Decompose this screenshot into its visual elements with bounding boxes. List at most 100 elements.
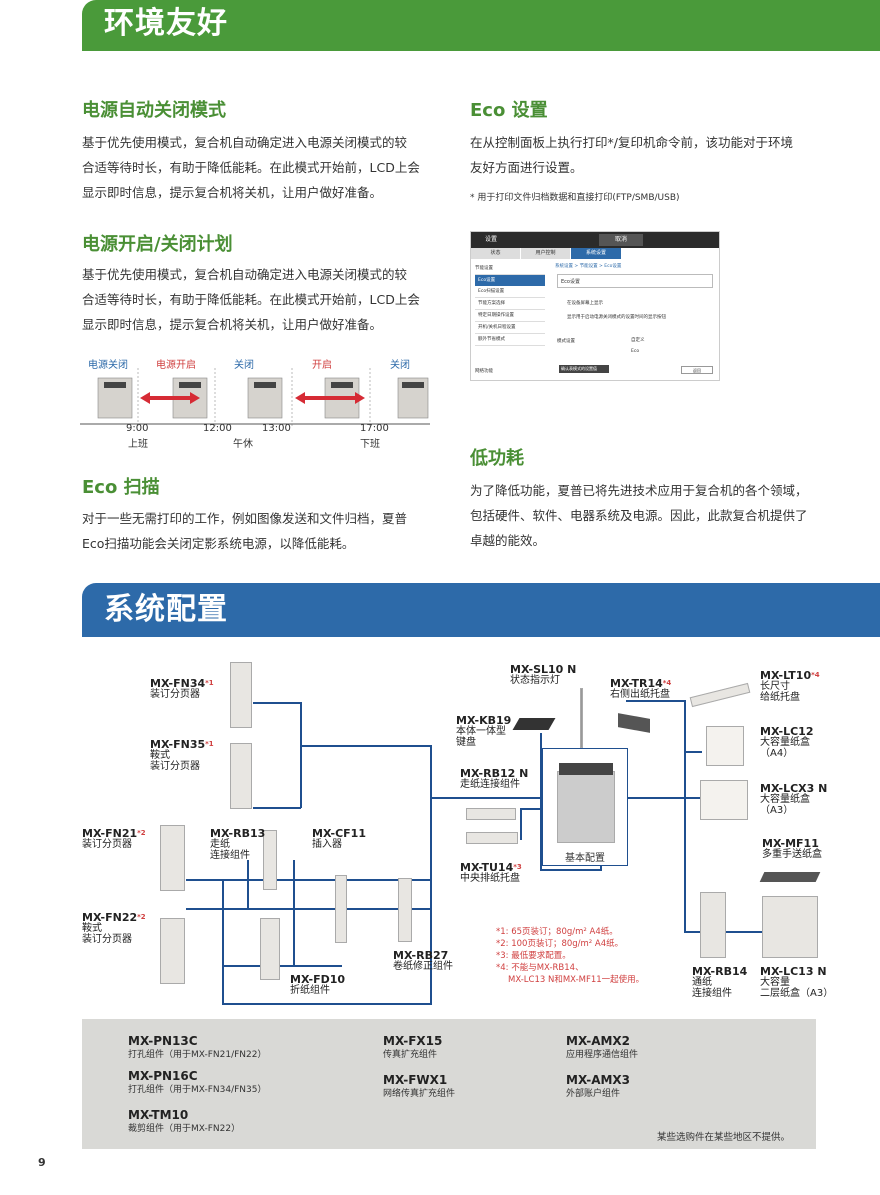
connector xyxy=(626,797,686,799)
screen-side-item: 节能方案选择 xyxy=(475,298,545,310)
screen-tab: 状态 xyxy=(471,248,521,259)
timeline-label: 开启 xyxy=(312,360,332,371)
screen-confirm-button: 确认表模式的设置值 xyxy=(559,365,609,373)
heading-auto-off: 电源自动关闭模式 xyxy=(82,100,226,121)
time-label: 13:00 xyxy=(262,423,291,434)
time-label: 9:00 xyxy=(126,423,149,434)
screen-tab: 用户控制 xyxy=(521,248,571,259)
screen-breadcrumb: 系统设置 > 节能设置 > Eco设置 xyxy=(555,264,622,269)
connector xyxy=(300,745,430,747)
event-label: 下班 xyxy=(360,439,380,450)
kb19-device xyxy=(512,718,556,730)
screen-side-item: 节能设置 xyxy=(475,263,545,275)
screen-tab: 系统设置 xyxy=(571,248,621,259)
connector xyxy=(222,879,224,1004)
text-low-power: 为了降低功能，夏普已将先进技术应用于复合机的各个领域，包括硬件、软件、电器系统及… xyxy=(470,483,808,548)
connector xyxy=(300,702,302,808)
scanner xyxy=(559,763,613,775)
connector xyxy=(293,860,295,965)
fn22-device xyxy=(160,918,185,984)
connector xyxy=(684,797,702,799)
accessories-box xyxy=(82,1019,816,1149)
eco-setting-note: * 用于打印文件归档数据和直接打印(FTP/SMB/USB) xyxy=(470,193,680,203)
connector xyxy=(222,965,342,967)
fn34-device xyxy=(230,662,252,728)
text-schedule: 基于优先使用模式，复合机自动确定进入电源关闭模式的较合适等待时长，有助于降低能耗… xyxy=(82,267,420,332)
fn35-device xyxy=(230,743,252,809)
screen-back-button: 返回 xyxy=(681,366,713,374)
heading-eco-scan: Eco 扫描 xyxy=(82,477,160,498)
heading-low-power: 低功耗 xyxy=(470,448,524,469)
tu14-device xyxy=(466,832,518,844)
lt10-device xyxy=(689,682,751,708)
screen-radio: 自定义 xyxy=(631,338,645,343)
heading-eco-setting: Eco 设置 xyxy=(470,100,548,121)
connector xyxy=(247,860,249,908)
page-number: 9 xyxy=(38,1156,46,1169)
base-config-box: 基本配置 xyxy=(542,748,628,866)
connector xyxy=(684,751,702,753)
screen-option: 在设备屏幕上显示 xyxy=(567,301,603,306)
screen-mode-label: 模式设置 xyxy=(557,339,575,344)
tr14-device xyxy=(618,713,650,733)
availability-note: 某些选购件在某些地区不提供。 xyxy=(657,1132,791,1143)
footnotes: *1: 65页装订；80g/m² A4纸。*2: 100页装订；80g/m² A… xyxy=(496,927,645,985)
connector xyxy=(540,869,602,871)
rb13-device xyxy=(263,830,277,890)
screen-title: 设置 xyxy=(485,236,498,243)
connector xyxy=(626,700,684,702)
connector xyxy=(253,702,301,704)
text-eco-setting: 在从控制面板上执行打印*/复印机命令前，该功能对于环境友好方面进行设置。 xyxy=(470,135,793,175)
connector xyxy=(186,908,432,910)
fd10-device xyxy=(260,918,280,980)
connector xyxy=(186,879,432,881)
settings-screenshot: 设置 取消 状态 用户控制 系统设置 节能设置 Eco设置 Eco扫描设置 节能… xyxy=(470,231,720,381)
rb14-device xyxy=(700,892,726,958)
connector xyxy=(222,1003,432,1005)
screen-side-item: 开机/关机日程设置 xyxy=(475,322,545,334)
connector xyxy=(430,745,432,1005)
timeline-machines xyxy=(80,368,430,426)
timeline-label: 电源开启 xyxy=(156,360,196,371)
connector xyxy=(430,797,542,799)
screen-radio: Eco xyxy=(631,349,640,354)
screen-side-item: 网络功能 xyxy=(475,369,493,374)
time-label: 12:00 xyxy=(203,423,232,434)
sl10-device xyxy=(580,688,583,748)
rb27-device xyxy=(398,878,412,942)
mf11-device xyxy=(759,872,821,882)
connector xyxy=(253,807,301,809)
screen-panel-title: Eco设置 xyxy=(557,274,713,288)
banner-environment: 环境友好 xyxy=(82,0,880,51)
connector xyxy=(540,733,542,769)
connector xyxy=(520,808,542,810)
screen-side-item: Eco设置 xyxy=(475,275,545,286)
screen-side-item: 特定日期操作设置 xyxy=(475,310,545,322)
lc13-device xyxy=(762,896,818,958)
screen-option: 显示用于启动电源关闭模式的设置时间的显示按钮 xyxy=(567,315,666,320)
timeline-label: 电源关闭 xyxy=(88,360,128,371)
text-auto-off: 基于优先使用模式，复合机自动确定进入电源关闭模式的较合适等待时长，有助于降低能耗… xyxy=(82,135,420,200)
connector xyxy=(540,769,542,869)
